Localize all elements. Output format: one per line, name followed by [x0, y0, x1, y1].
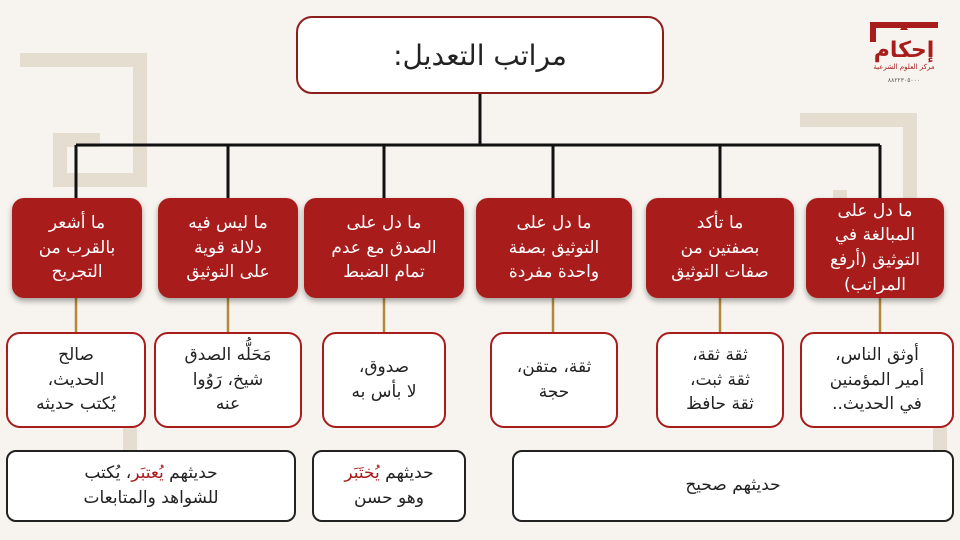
ruling-sahih: حديثهم صحيح	[512, 450, 954, 522]
logo-phone: ٨٨٢٢٣٠٥٠٠٠	[887, 77, 921, 84]
logo-name: إحكام مركز العلوم الشرعية	[873, 38, 935, 71]
ruling-hasan: حديثهم يُختَبَر وهو حسن	[312, 450, 466, 522]
examples-single-attribute: ثقة، متقن، حجة	[490, 332, 618, 428]
examples-weak-tawthiq: مَحَلُّه الصدق شيخ، رَوُوا عنه	[154, 332, 302, 428]
category-single-attribute: ما دل على التوثيق بصفة واحدة مفردة	[476, 198, 632, 298]
diagram-title: مراتب التعديل:	[296, 16, 664, 94]
examples-truthful-not-precise: صدوق، لا بأس به	[322, 332, 446, 428]
category-truthful-not-precise: ما دل على الصدق مع عدم تمام الضبط	[304, 198, 464, 298]
examples-two-attributes: ثقة ثقة، ثقة ثبت، ثقة حافظ	[656, 332, 784, 428]
examples-highest-tawthiq: أوثق الناس، أمير المؤمنين في الحديث..	[800, 332, 954, 428]
category-near-tajrih: ما أشعر بالقرب من التجريح	[12, 198, 142, 298]
ihkam-logo	[870, 22, 938, 42]
category-weak-tawthiq: ما ليس فيه دلالة قوية على التوثيق	[158, 198, 298, 298]
category-highest-tawthiq: ما دل على المبالغة في التوثيق (أرفع المر…	[806, 198, 944, 298]
ruling-itibar: حديثهم يُعتبَر، يُكتب للشواهد والمتابعات	[6, 450, 296, 522]
category-two-attributes: ما تأكد بصفتين من صفات التوثيق	[646, 198, 794, 298]
examples-near-tajrih: صالح الحديث، يُكتب حديثه	[6, 332, 146, 428]
